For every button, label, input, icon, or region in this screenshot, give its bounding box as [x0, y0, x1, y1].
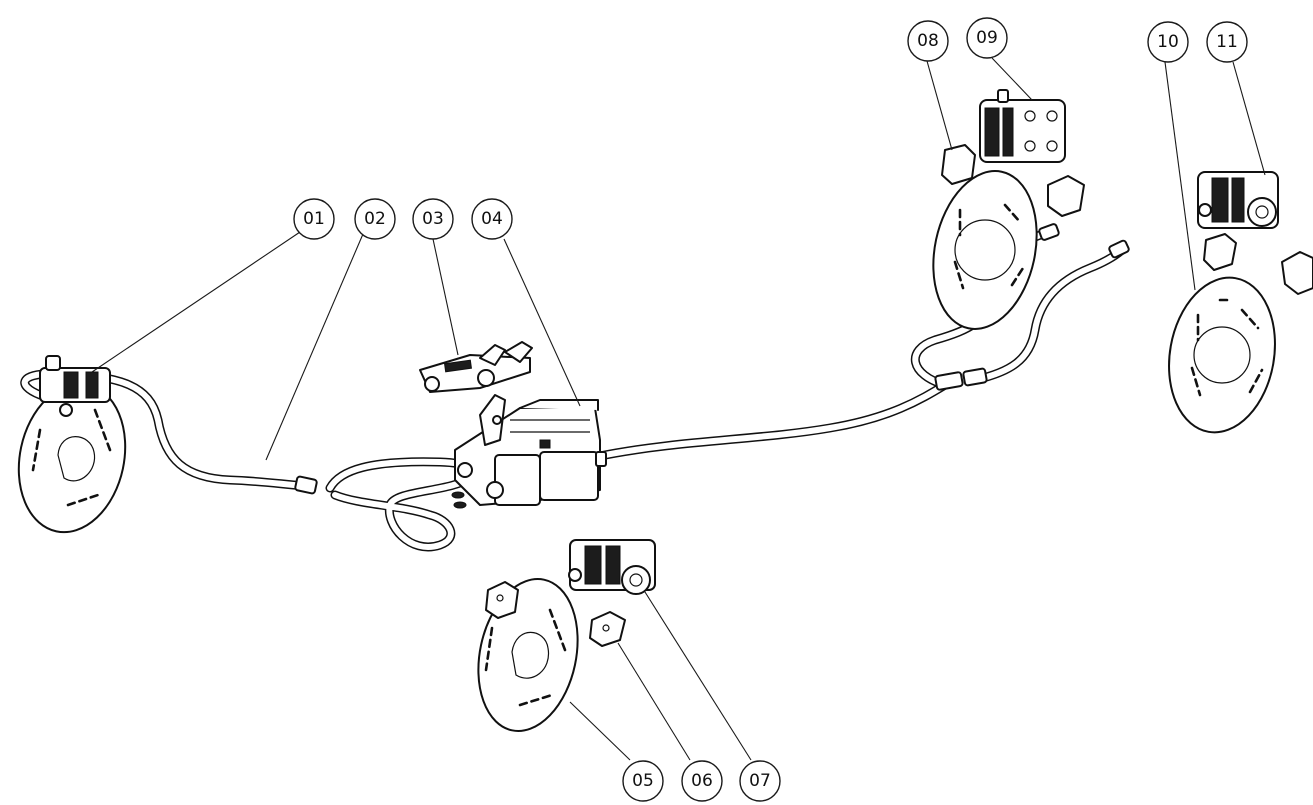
callout-07-label: 07: [749, 771, 771, 791]
callout-06: 06: [681, 760, 723, 802]
front-left-pad-right: [1047, 175, 1085, 217]
front-right-caliper: [1197, 171, 1279, 229]
callout-08: 08: [907, 20, 949, 62]
callout-01: 01: [293, 198, 335, 240]
callout-03: 03: [412, 198, 454, 240]
callout-05-label: 05: [632, 771, 654, 791]
callout-07: 07: [739, 760, 781, 802]
front-right-pad-right: [1281, 251, 1313, 295]
brake-pad-upper: [485, 581, 519, 619]
rear-right-brake-assembly: [477, 539, 656, 732]
rear-right-caliper: [568, 539, 656, 595]
rear-left-caliper: [39, 355, 111, 417]
callout-02-label: 02: [364, 209, 386, 229]
front-right-brake-assembly: [1168, 171, 1313, 434]
pedal-bracket: [419, 341, 533, 393]
callout-09: 09: [966, 17, 1008, 59]
callout-10: 10: [1147, 21, 1189, 63]
callout-06-label: 06: [691, 771, 713, 791]
rear-left-brake-assembly: [17, 355, 127, 534]
callout-03-label: 03: [422, 209, 444, 229]
callout-02: 02: [354, 198, 396, 240]
callouts: 01 02 03 04 05 06 07 08: [293, 17, 1248, 802]
callout-09-label: 09: [976, 28, 998, 48]
callout-01-label: 01: [303, 209, 325, 229]
leader-lines: [91, 57, 1266, 761]
callout-10-label: 10: [1157, 32, 1179, 52]
front-left-pad-left: [941, 144, 976, 185]
callout-11: 11: [1206, 21, 1248, 63]
callout-04: 04: [471, 198, 513, 240]
brake-pad-lower: [589, 611, 626, 647]
callout-08-label: 08: [917, 31, 939, 51]
callout-04-label: 04: [481, 209, 503, 229]
brake-hoses: [20, 223, 1130, 552]
master-cylinder: [451, 394, 607, 509]
callout-05: 05: [622, 760, 664, 802]
front-left-caliper: [979, 89, 1066, 163]
front-right-pad-left: [1203, 233, 1237, 271]
callout-11-label: 11: [1216, 32, 1238, 52]
front-left-brake-assembly: [932, 89, 1085, 330]
